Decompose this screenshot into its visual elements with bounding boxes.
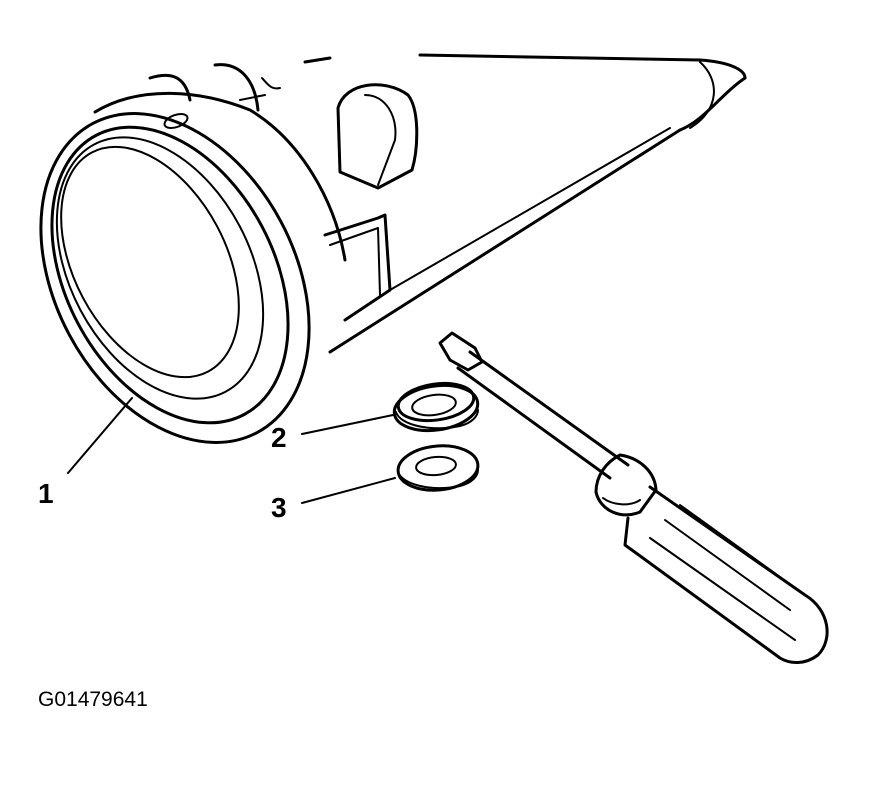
housing-right-end (678, 76, 747, 132)
housing-bottom-edge (328, 128, 682, 354)
housing (39, 53, 747, 444)
screwdriver-handle-flute-1 (664, 519, 791, 611)
housing-hole (163, 113, 189, 129)
housing-flange-outer (39, 112, 311, 444)
housing-top-edge (148, 56, 332, 112)
screwdriver-shaft (456, 350, 630, 480)
seal (392, 381, 480, 433)
housing-slot (323, 213, 392, 322)
housing-slot-face (329, 227, 381, 296)
washer (396, 444, 480, 492)
figure-id: G01479641 (38, 688, 148, 711)
leader-line-2 (301, 414, 394, 435)
housing-boss-face (364, 94, 397, 186)
housing-bore (55, 136, 265, 400)
seal-rim (396, 381, 476, 423)
screwdriver-ferrule-ring (602, 497, 641, 506)
housing-top-contour (418, 53, 747, 80)
screwdriver-handle-flute-2 (649, 537, 796, 641)
seal-outer (392, 383, 480, 433)
screwdriver-tip (438, 331, 484, 372)
housing-bore-step (60, 145, 240, 379)
leader-lines (67, 397, 396, 504)
washer-inner (415, 455, 457, 477)
seal-side (395, 409, 479, 430)
seal-bore (411, 393, 457, 417)
washer-side (397, 469, 479, 490)
screwdriver-handle (623, 485, 829, 664)
housing-bottom-edge-2 (389, 127, 671, 291)
housing-shoulder (93, 91, 347, 262)
screwdriver-ferrule (594, 453, 658, 517)
housing-detail-marks (239, 77, 281, 101)
washer-outer (396, 444, 480, 492)
leader-line-3 (301, 477, 396, 504)
callout-3: 3 (271, 492, 287, 523)
housing-flange-lip (50, 125, 290, 425)
housing-boss (336, 83, 419, 190)
screwdriver (438, 331, 829, 664)
housing-right-curve (689, 61, 715, 129)
callout-1: 1 (38, 478, 54, 509)
callout-2: 2 (271, 422, 287, 453)
leader-line-1 (67, 397, 133, 474)
screwdriver-handle-flute-3 (679, 504, 806, 596)
